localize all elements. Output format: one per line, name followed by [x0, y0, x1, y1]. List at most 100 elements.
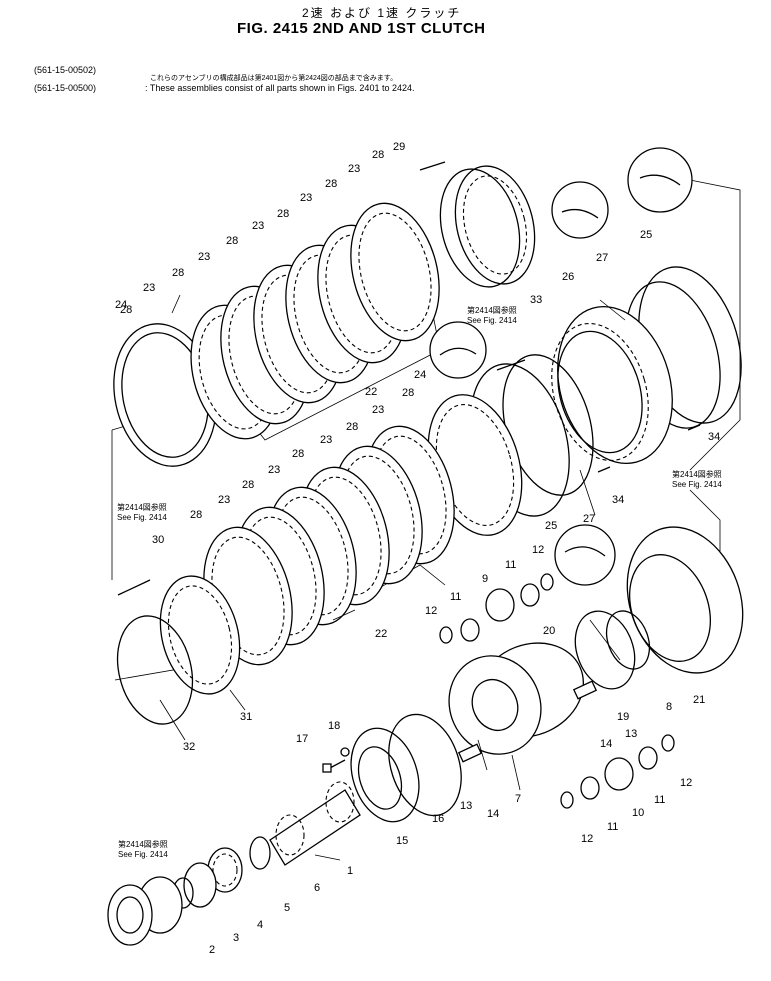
callout-3: 3: [233, 932, 239, 944]
callout-13: 13: [460, 800, 472, 812]
callout-13: 13: [625, 728, 637, 740]
callout-28: 28: [172, 267, 184, 279]
reference-en: See Fig. 2414: [672, 480, 722, 489]
housing-21: [626, 526, 744, 674]
callout-11: 11: [607, 821, 618, 833]
callout-14: 14: [600, 738, 612, 750]
ring-19-8: [574, 610, 651, 690]
lower-disc-plate-stack: [203, 425, 455, 666]
callout-6: 6: [314, 882, 320, 894]
callout-12: 12: [680, 777, 692, 789]
reference-en: See Fig. 2414: [467, 316, 517, 325]
reference-top-middle: 第2414図参照 See Fig. 2414: [467, 306, 517, 326]
reference-jp: 第2414図参照: [118, 840, 168, 849]
callout-34: 34: [708, 431, 720, 443]
callout-19: 19: [617, 711, 629, 723]
callout-leader-lines: [159, 294, 626, 861]
callout-5: 5: [284, 902, 290, 914]
callout-28: 28: [190, 509, 202, 521]
callout-23: 23: [143, 282, 155, 294]
callout-25: 25: [545, 520, 557, 532]
callout-22: 22: [365, 386, 377, 398]
callout-34: 34: [612, 494, 624, 506]
callout-33: 33: [530, 294, 542, 306]
callout-17: 17: [296, 733, 308, 745]
reference-en: See Fig. 2414: [117, 513, 167, 522]
callout-27: 27: [596, 252, 608, 264]
seal-ring-16: [388, 713, 462, 817]
callout-23: 23: [348, 163, 360, 175]
callout-28: 28: [120, 304, 132, 316]
reference-jp: 第2414図参照: [672, 470, 722, 479]
callout-12: 12: [581, 833, 593, 845]
front-bearing-stack: [107, 836, 271, 946]
callout-15: 15: [396, 835, 408, 847]
figure-title: FIG. 2415 2ND AND 1ST CLUTCH: [237, 20, 486, 37]
reference-left-middle: 第2414図参照 See Fig. 2414: [117, 503, 167, 523]
callout-28: 28: [402, 387, 414, 399]
seal-ring-32: [116, 615, 194, 725]
callout-24: 24: [414, 369, 426, 381]
callout-11: 11: [505, 559, 516, 571]
reference-bottom-left: 第2414図参照 See Fig. 2414: [118, 840, 168, 860]
reference-jp: 第2414図参照: [467, 306, 517, 315]
callout-22: 22: [375, 628, 387, 640]
callout-28: 28: [325, 178, 337, 190]
note-part-number-2: (561-15-00500): [34, 83, 97, 93]
callout-12: 12: [425, 605, 437, 617]
callout-24: 24: [115, 299, 127, 311]
callout-23: 23: [268, 464, 280, 476]
bolt-17: [322, 747, 350, 773]
callout-14: 14: [487, 808, 499, 820]
callout-29: 29: [393, 141, 405, 153]
callout-20: 20: [543, 625, 555, 637]
shaft-1: [269, 781, 361, 866]
callout-18: 18: [328, 720, 340, 732]
carrier-7: [448, 642, 585, 755]
planet-gears: [439, 573, 675, 809]
callout-32: 32: [183, 741, 195, 753]
callout-10: 10: [632, 807, 644, 819]
callout-1: 1: [347, 865, 353, 877]
callout-27: 27: [583, 513, 595, 525]
reference-en: See Fig. 2414: [118, 850, 168, 859]
callout-23: 23: [300, 192, 312, 204]
callout-28: 28: [372, 149, 384, 161]
callout-2: 2: [209, 944, 215, 956]
callout-23: 23: [252, 220, 264, 232]
callout-4: 4: [257, 919, 263, 931]
callout-7: 7: [515, 793, 521, 805]
callout-26: 26: [562, 271, 574, 283]
reference-right-middle: 第2414図参照 See Fig. 2414: [672, 470, 722, 490]
callout-9: 9: [482, 573, 488, 585]
ring-gear-33: [439, 165, 536, 288]
callout-21: 21: [693, 694, 705, 706]
callout-16: 16: [432, 813, 444, 825]
pins: [117, 161, 701, 763]
callout-12: 12: [532, 544, 544, 556]
callout-28: 28: [242, 479, 254, 491]
callout-25: 25: [640, 229, 652, 241]
japanese-title: 2速 および 1速 クラッチ: [302, 6, 462, 20]
callout-28: 28: [277, 208, 289, 220]
callout-8: 8: [666, 701, 672, 713]
upper-disc-plate-stack: [190, 202, 440, 440]
callout-labels: 29 28 28 23 28 23 28 23 28 23 28 23 30 2…: [115, 141, 720, 956]
reference-jp: 第2414図参照: [117, 503, 167, 512]
callout-23: 23: [320, 434, 332, 446]
callout-11: 11: [654, 794, 665, 806]
callout-11: 11: [450, 591, 461, 603]
ring-gear-31: [159, 575, 241, 695]
section-detail-circles: [429, 147, 693, 586]
callout-28: 28: [292, 448, 304, 460]
callout-28: 28: [226, 235, 238, 247]
carrier-housing-26: [551, 305, 673, 465]
callout-23: 23: [198, 251, 210, 263]
note-text-japanese: これらのアセンブリの構成部品は第2401図から第2424図の部品まで含みます。: [150, 75, 398, 82]
callout-23: 23: [372, 404, 384, 416]
callout-30: 30: [152, 534, 164, 546]
note-text-english: : These assemblies consist of all parts …: [145, 83, 415, 93]
callout-28: 28: [346, 421, 358, 433]
